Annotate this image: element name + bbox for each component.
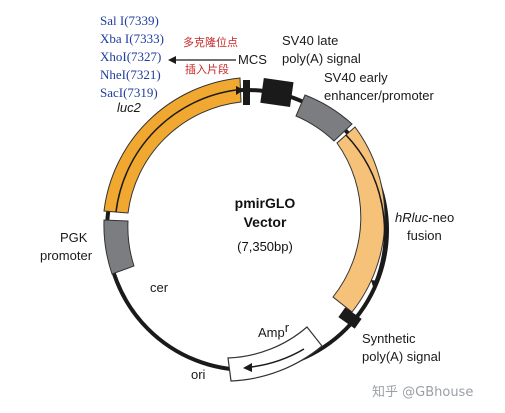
- vector-name-line1: pmirGLO: [235, 195, 296, 211]
- amp-direction-arrow: [250, 348, 305, 368]
- sv40-late-label-1: SV40 late: [282, 33, 338, 48]
- site-nhe-i: NheI(7321): [100, 67, 161, 82]
- sv40-early-label-1: SV40 early: [324, 70, 388, 85]
- luc2-arrowhead: [236, 86, 244, 95]
- site-xba-i: Xba I(7333): [100, 31, 164, 46]
- amp-superscript: r: [285, 320, 290, 335]
- pgk-label-1: PGK: [60, 230, 88, 245]
- hrluc-label-1: hRluc-neo: [395, 210, 454, 225]
- vector-size: (7,350bp): [237, 239, 293, 254]
- mcs-label: MCS: [238, 52, 267, 67]
- mcs-pointer-arrowhead: [168, 56, 176, 64]
- synthetic-label-2: poly(A) signal: [362, 349, 441, 364]
- site-xho-i: XhoI(7327): [100, 49, 161, 64]
- synthetic-label-1: Synthetic: [362, 331, 416, 346]
- luc2-direction-arrow: [115, 89, 237, 213]
- hrluc-direction-arrow: [345, 134, 386, 283]
- mcs-marker: [243, 80, 250, 105]
- sv40-late-polya-block: [260, 78, 294, 107]
- luc2-label: luc2: [117, 100, 142, 115]
- watermark: 知乎 @GBhouse: [372, 384, 473, 400]
- ori-label: ori: [191, 367, 206, 382]
- amp-label: Ampr: [258, 320, 290, 340]
- site-sac-i: SacI(7319): [100, 85, 158, 100]
- insert-chinese-label: 插入片段: [185, 62, 229, 76]
- hrluc-suffix: -neo: [428, 210, 454, 225]
- pgk-label-2: promoter: [40, 248, 93, 263]
- hrluc-italic: hRluc: [395, 210, 429, 225]
- hrluc-arrowhead: [371, 280, 379, 290]
- amp-text: Amp: [258, 325, 285, 340]
- mcs-chinese-label: 多克隆位点: [183, 35, 238, 49]
- site-sal-i: Sal I(7339): [100, 13, 159, 28]
- cer-label: cer: [150, 280, 169, 295]
- amp-arrowhead: [243, 363, 252, 372]
- sv40-early-label-2: enhancer/promoter: [324, 88, 435, 103]
- hrluc-label-2: fusion: [407, 228, 442, 243]
- sv40-late-label-2: poly(A) signal: [282, 51, 361, 66]
- sv40-early-block: [295, 94, 353, 142]
- pgk-promoter-block: [103, 219, 135, 275]
- synthetic-polya-block: [338, 307, 362, 329]
- vector-name-line2: Vector: [244, 214, 287, 230]
